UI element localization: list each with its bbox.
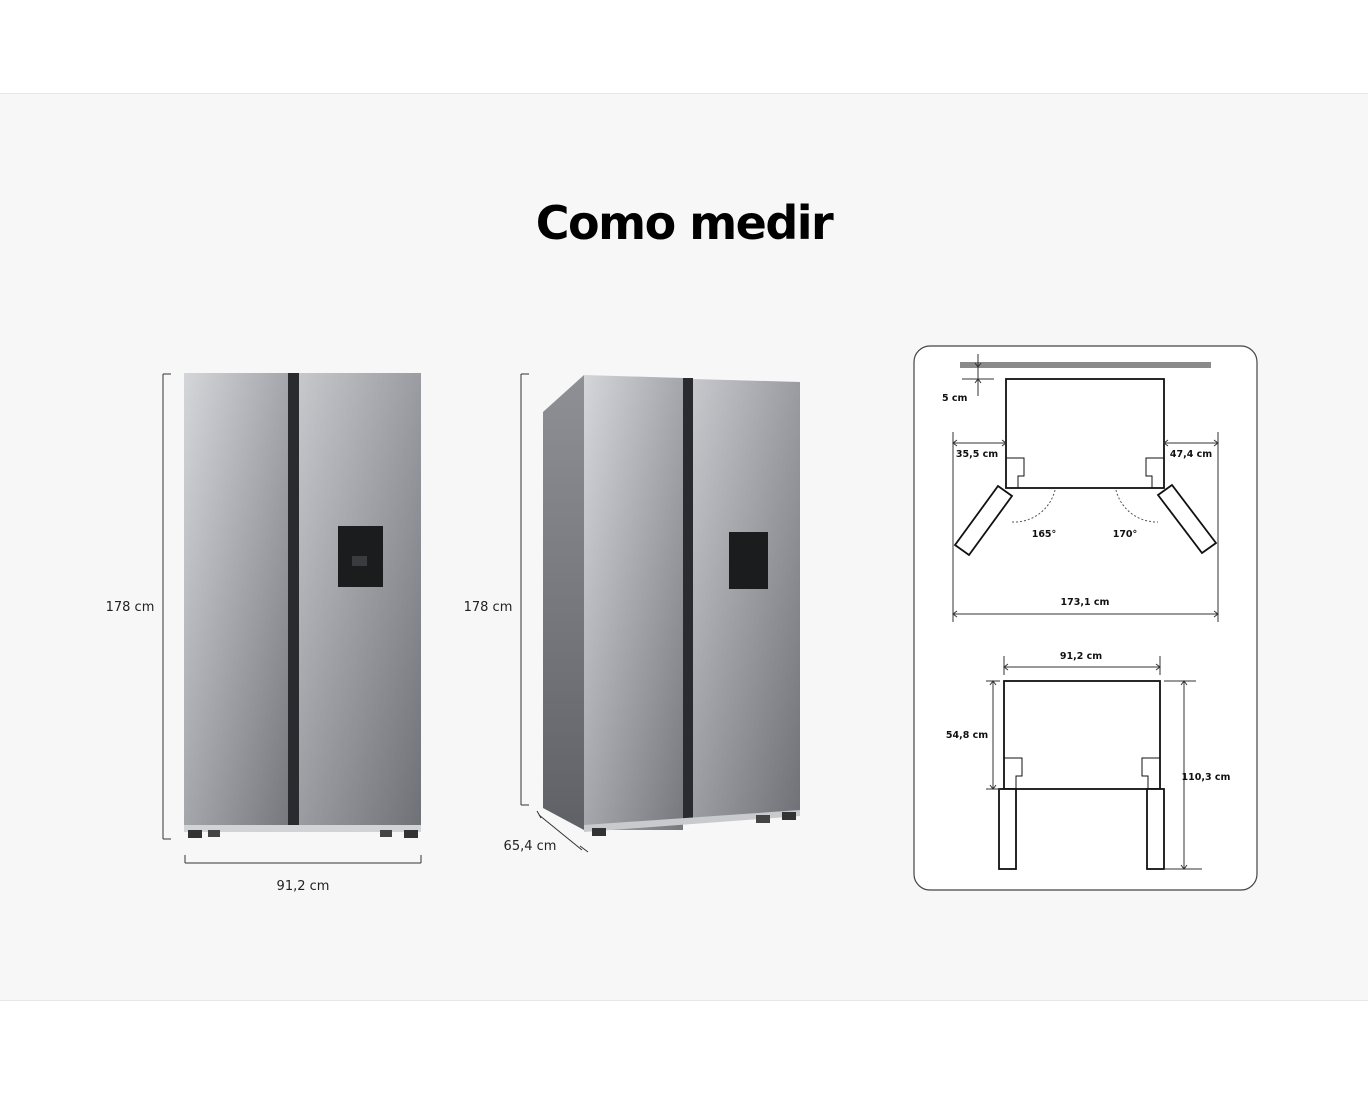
side-depth-label: 65,4 cm	[504, 839, 557, 854]
plan-depth-label: 54,8 cm	[946, 730, 988, 741]
front-height-label: 178 cm	[106, 600, 155, 615]
left-angle-label: 165°	[1032, 529, 1057, 540]
front-view-fridge	[184, 373, 421, 838]
front-height-dimension	[162, 373, 171, 840]
right-clearance-label: 47,4 cm	[1170, 449, 1212, 460]
plan-fridge-closed	[1003, 680, 1161, 790]
plan-depth-dimension	[986, 680, 1000, 790]
top-view-panel	[913, 345, 1258, 891]
plan-right-door-open	[1156, 483, 1218, 555]
plan-width-dimension	[1003, 656, 1161, 675]
plan-left-door-open	[953, 484, 1014, 557]
wall	[960, 362, 1211, 368]
plan-right-door-straight	[1146, 788, 1165, 870]
front-width-label: 91,2 cm	[277, 879, 330, 894]
right-angle-label: 170°	[1113, 529, 1138, 540]
plan-fridge-body	[1005, 378, 1165, 489]
left-clearance-dimension	[952, 432, 1007, 622]
side-height-label: 178 cm	[464, 600, 513, 615]
side-height-dimension	[520, 373, 529, 806]
front-width-dimension	[184, 855, 422, 864]
wall-gap-dimension	[962, 354, 994, 396]
plan-left-door-straight	[998, 788, 1017, 870]
wall-gap-label: 5 cm	[942, 393, 968, 404]
plan-open-depth-dimension	[1164, 680, 1202, 870]
right-clearance-dimension	[1163, 432, 1219, 622]
total-open-width-dimension	[952, 610, 1219, 618]
page-title: Como medir	[535, 196, 834, 250]
side-depth-dimension	[536, 810, 589, 853]
left-clearance-label: 35,5 cm	[956, 449, 998, 460]
total-open-width-label: 173,1 cm	[1061, 597, 1110, 608]
plan-open-depth-label: 110,3 cm	[1182, 772, 1231, 783]
water-dispenser-icon	[729, 532, 768, 589]
side-view-fridge	[543, 375, 800, 836]
plan-width-label: 91,2 cm	[1060, 651, 1102, 662]
